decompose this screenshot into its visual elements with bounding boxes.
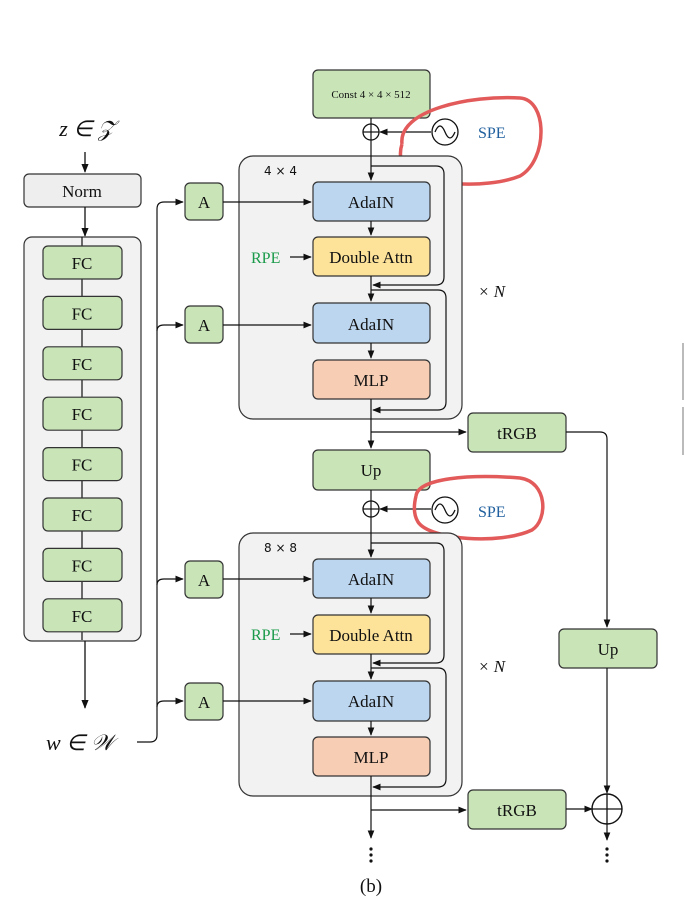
affine-label-3: A	[198, 571, 211, 590]
affine-label-1: A	[198, 193, 211, 212]
affine-label-4: A	[198, 693, 211, 712]
block-panel-2	[238, 532, 463, 797]
fc-label-2: FC	[72, 304, 93, 323]
fc-stack: FC FC FC FC FC FC FC FC	[42, 245, 123, 633]
attn-label-2: Double Attn	[329, 626, 413, 645]
add-node-3	[591, 793, 623, 825]
const-label: Const 4 × 4 × 512	[331, 89, 410, 101]
fc-box-8	[42, 598, 123, 633]
up-box-2	[558, 628, 658, 669]
fc-label-8: FC	[72, 607, 93, 626]
fc-label-4: FC	[72, 405, 93, 424]
spe-label-1: SPE	[478, 125, 506, 142]
fc-box-1	[42, 245, 123, 280]
adain-label-2: AdaIN	[348, 315, 394, 334]
sine-icon-2	[431, 496, 459, 524]
adain-label-4: AdaIN	[348, 692, 394, 711]
output-w-label: w ∈ 𝒲	[46, 730, 119, 755]
adain-label-1: AdaIN	[348, 193, 394, 212]
figure-caption: (b)	[360, 876, 382, 897]
mlp-label-1: MLP	[354, 371, 389, 390]
input-z-label: z ∈ 𝒵	[58, 116, 120, 141]
rpe-label-1: RPE	[251, 250, 280, 267]
repeat-label-2: × N	[478, 657, 507, 676]
mlp-label-2: MLP	[354, 748, 389, 767]
fc-label-3: FC	[72, 355, 93, 374]
block-size-1: 4 × 4	[264, 164, 297, 178]
fc-box-3	[42, 346, 123, 381]
add-node-2	[362, 500, 380, 518]
fc-box-2	[42, 295, 123, 330]
spe-highlight-2	[412, 474, 545, 541]
sine-icon-1	[431, 118, 459, 146]
fc-label-5: FC	[72, 456, 93, 475]
up-label-1: Up	[361, 461, 382, 480]
fc-label-6: FC	[72, 506, 93, 525]
fc-box-5	[42, 447, 123, 482]
fc-box-7	[42, 547, 123, 583]
trgb-label-2: tRGB	[497, 801, 537, 820]
norm-box	[23, 173, 142, 208]
affine-label-2: A	[198, 316, 211, 335]
attn-label-1: Double Attn	[329, 248, 413, 267]
trgb-label-1: tRGB	[497, 424, 537, 443]
continuation-dots-2	[605, 847, 609, 863]
block-panel-1	[238, 155, 463, 420]
add-node-1	[362, 123, 380, 141]
adain-label-3: AdaIN	[348, 570, 394, 589]
fc-label-1: FC	[72, 254, 93, 273]
spe-label-2: SPE	[478, 504, 506, 521]
block-size-2: 8 × 8	[264, 541, 297, 555]
continuation-dots-1	[369, 847, 373, 863]
fc-box-6	[42, 497, 123, 532]
repeat-label-1: × N	[478, 282, 507, 301]
fc-box-4	[42, 396, 123, 431]
norm-label: Norm	[62, 182, 102, 201]
up-label-2: Up	[598, 640, 619, 659]
fc-label-7: FC	[72, 556, 93, 575]
rpe-label-2: RPE	[251, 627, 280, 644]
